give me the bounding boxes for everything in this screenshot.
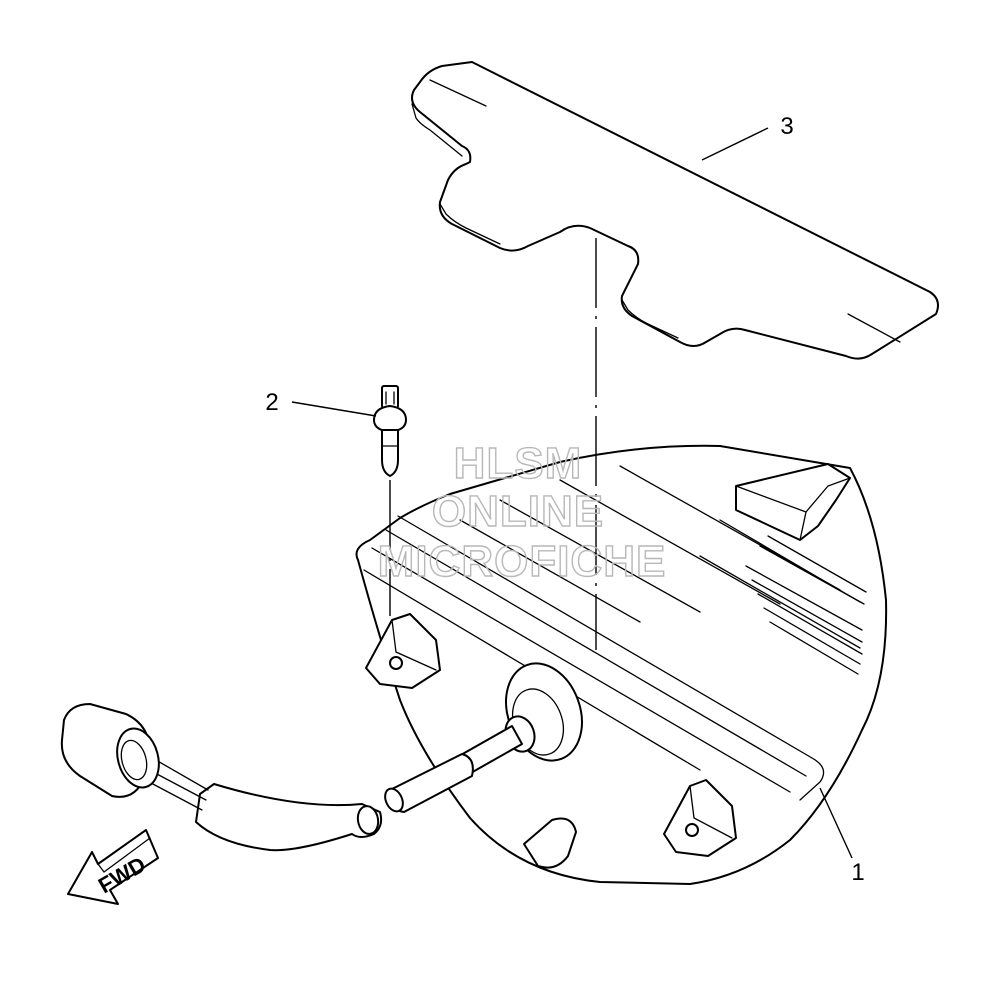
leader-lines — [291, 127, 853, 859]
wire-harness-connector — [60, 703, 383, 852]
watermark-line1: HLSM — [454, 439, 583, 488]
watermark-line3: MICROFICHE — [378, 537, 667, 586]
gasket-plate-part3 — [411, 61, 939, 360]
callout-1: 1 — [851, 859, 864, 886]
callout-3: 3 — [780, 113, 793, 140]
callout-2: 2 — [265, 389, 278, 416]
watermark: HLSM ONLINE MICROFICHE — [377, 438, 667, 586]
forward-direction-arrow: FWD — [67, 829, 159, 905]
watermark-line2: ONLINE — [432, 487, 604, 536]
alignment-lines — [389, 238, 597, 650]
clip-part2 — [373, 385, 407, 477]
taillight-assembly-part1 — [355, 444, 888, 885]
